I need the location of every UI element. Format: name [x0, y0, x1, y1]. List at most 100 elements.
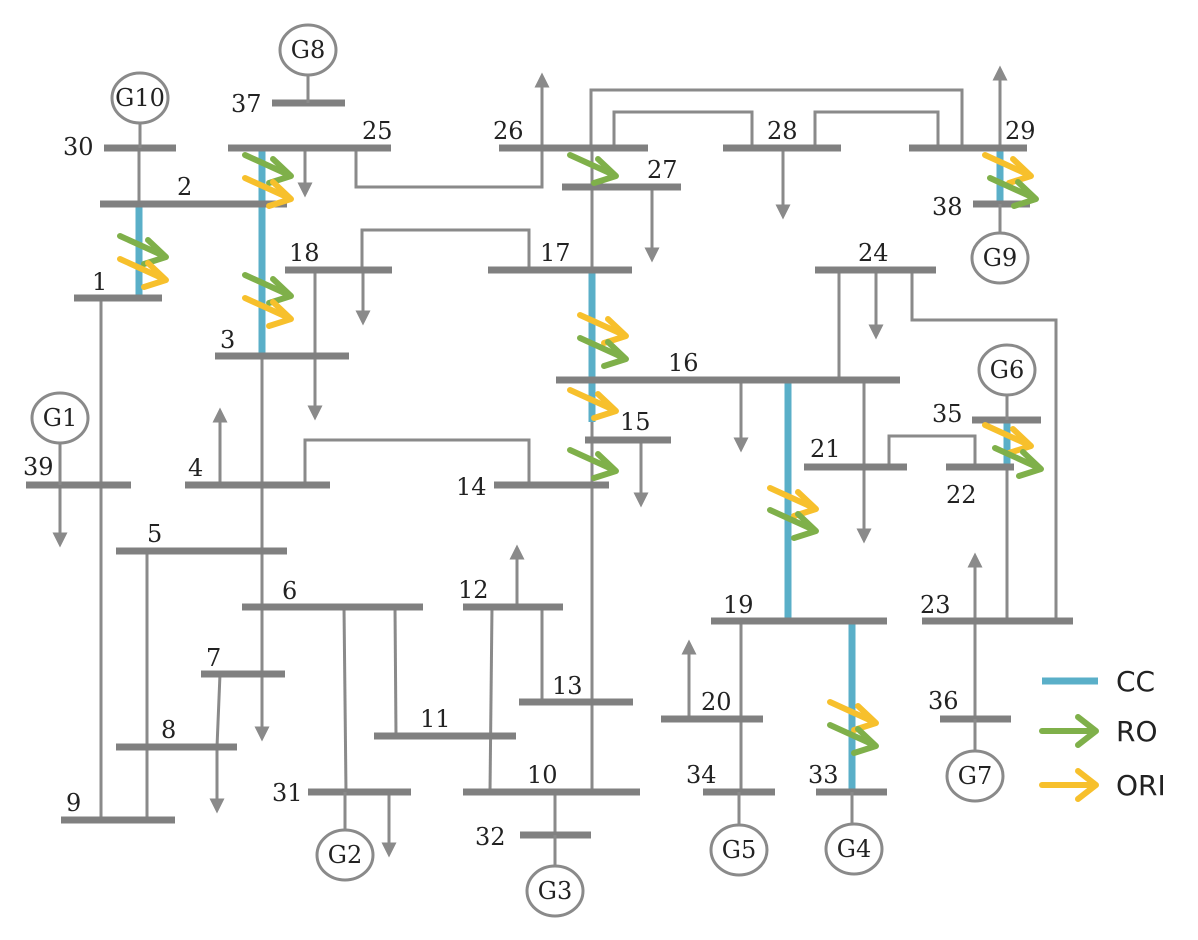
- bus-label: 34: [686, 761, 717, 789]
- bus-label: 25: [362, 117, 393, 145]
- generator-g5: G5: [709, 792, 769, 877]
- bus-label: 23: [920, 591, 951, 619]
- bus-bars: 1234567891011121314151617181920212223242…: [23, 90, 1073, 851]
- bus-label: 4: [188, 454, 203, 482]
- generator-label: G4: [837, 835, 871, 863]
- transmission-line: [813, 110, 940, 148]
- legend-item-cc: CC: [1042, 665, 1155, 698]
- ro-arrow-icon: [577, 335, 629, 369]
- transmission-line: [910, 270, 1058, 621]
- bus-label: 20: [701, 688, 732, 716]
- bus-label: 10: [527, 761, 558, 789]
- ro-arrow-icon: [567, 447, 619, 481]
- bus-label: 9: [66, 789, 81, 817]
- bus-label: 29: [1005, 117, 1036, 145]
- generator-g1: G1: [30, 391, 90, 485]
- transmission-line: [589, 88, 964, 148]
- transmission-line: [303, 438, 531, 485]
- bus-label: 33: [808, 761, 839, 789]
- bus-label: 13: [552, 672, 583, 700]
- transmission-line: [488, 606, 494, 793]
- transmission-line: [360, 228, 531, 270]
- legend: CC RO ORI: [1039, 665, 1166, 802]
- generator-circle: [30, 391, 90, 445]
- transmission-line: [393, 606, 398, 737]
- legend-item-ro: RO: [1039, 714, 1158, 748]
- ro-ori-arrows: [117, 152, 1044, 756]
- ori-arrow-icon: [567, 387, 619, 421]
- generator-g4: G4: [824, 792, 884, 876]
- ro-arrow-icon: [242, 152, 294, 186]
- generator-label: G8: [291, 36, 325, 64]
- generator-g8: G8: [278, 23, 338, 103]
- generator-g2: G2: [315, 792, 375, 882]
- generator-g10: G10: [110, 71, 170, 148]
- bus-label: 28: [767, 117, 798, 145]
- ori-arrow-icon: [242, 175, 294, 209]
- generator-g9: G9: [970, 204, 1030, 285]
- bus-label: 7: [206, 644, 221, 672]
- bus-label: 37: [231, 90, 262, 118]
- transmission-line: [342, 606, 348, 793]
- ori-arrow-icon: [242, 295, 294, 329]
- bus-label: 3: [220, 326, 235, 354]
- transmission-line: [612, 110, 754, 148]
- bus-label: 31: [272, 779, 303, 807]
- generator-label: G1: [43, 404, 77, 432]
- bus-label: 11: [420, 705, 451, 733]
- bus-label: 19: [723, 591, 754, 619]
- bus-label: 38: [932, 193, 963, 221]
- bus-label: 2: [177, 173, 192, 201]
- bus-label: 22: [946, 481, 977, 509]
- ro-arrow-icon: [117, 233, 169, 267]
- bus-label: 12: [458, 576, 489, 604]
- ori-arrow-icon: [117, 256, 169, 290]
- generator-label: G6: [990, 356, 1024, 384]
- generator-circle: [709, 823, 769, 877]
- bus-label: 8: [161, 716, 176, 744]
- generator-label: G9: [983, 244, 1017, 272]
- ro-arrow-icon: [992, 445, 1044, 479]
- bus-label: 16: [668, 349, 699, 377]
- transmission-line: [215, 673, 222, 748]
- generator-g3: G3: [525, 835, 585, 918]
- bus-label: 35: [932, 400, 963, 428]
- bus-label: 32: [475, 823, 506, 851]
- ori-arrow-icon: [827, 699, 879, 733]
- generator-label: G10: [115, 84, 165, 112]
- generator-g6: G6: [977, 343, 1037, 420]
- legend-item-ori: ORI: [1039, 768, 1166, 802]
- bus-label: 24: [858, 239, 889, 267]
- transmission-line: [887, 434, 977, 467]
- bus-label: 27: [647, 156, 678, 184]
- ro-arrow-icon: [827, 722, 879, 756]
- bus-label: 1: [92, 268, 107, 296]
- bus-label: 18: [289, 239, 320, 267]
- ori-arrow-icon: [577, 312, 629, 346]
- ori-arrow-icon: [982, 422, 1034, 456]
- generator-label: G7: [958, 762, 992, 790]
- bus-label: 15: [620, 408, 651, 436]
- bus-label: 30: [63, 133, 94, 161]
- generator-circle: [525, 864, 585, 918]
- legend-label: ORI: [1116, 769, 1166, 802]
- generator-circle: [278, 23, 338, 77]
- bus-label: 39: [23, 453, 54, 481]
- ro-arrow-icon: [567, 152, 619, 186]
- bus-label: 17: [540, 239, 571, 267]
- ro-arrow-icon: [987, 175, 1039, 209]
- generator-circle: [110, 71, 170, 125]
- legend-arrow-icon: [1039, 768, 1099, 802]
- bus-label: 6: [282, 577, 297, 605]
- bus-label: 36: [928, 687, 959, 715]
- generator-circle: [315, 828, 375, 882]
- transmission-line: [354, 148, 544, 189]
- generator-g7: G7: [945, 719, 1005, 803]
- ro-arrow-icon: [767, 507, 819, 541]
- generator-circle: [970, 231, 1030, 285]
- generator-circle: [824, 822, 884, 876]
- legend-label: RO: [1116, 715, 1158, 748]
- generator-label: G2: [328, 841, 362, 869]
